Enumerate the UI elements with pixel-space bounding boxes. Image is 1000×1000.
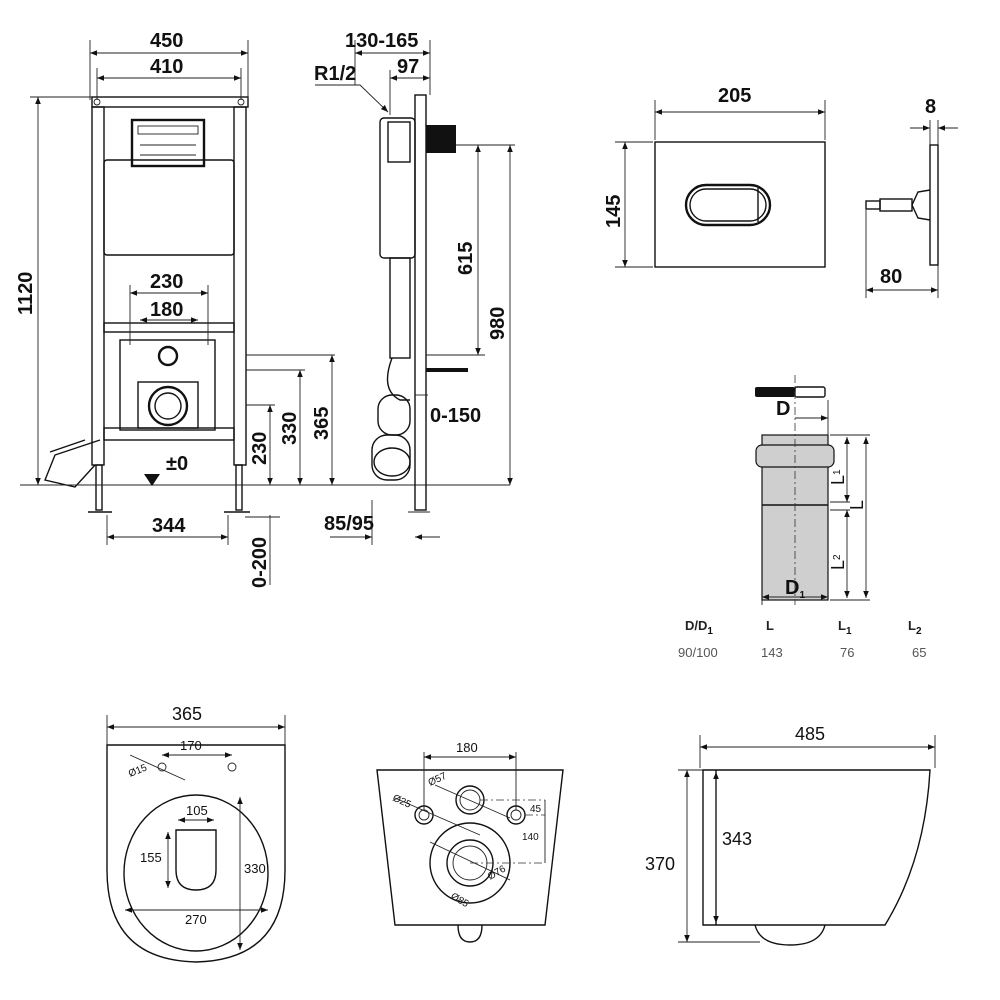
frame-side-view: 130-165 R1/2 97 615 980 0-150 85/95 — [314, 30, 515, 545]
bolt-diameter: Ø25 — [391, 793, 413, 811]
table-header: L — [766, 618, 774, 633]
plate-height: 145 — [603, 195, 625, 228]
dim-width-outer: 450 — [150, 30, 183, 52]
offset-140: 140 — [522, 832, 539, 843]
hole-diameter: Ø15 — [127, 762, 149, 779]
frame-front-view: 450 410 1120 230 180 344 ±0 230 330 365 … — [15, 30, 510, 588]
bowl-back-view: 180 Ø25 Ø57 45 140 Ø76 Ø85 — [376, 740, 564, 943]
bowl-width: 365 — [172, 704, 202, 724]
table-cell: 143 — [761, 645, 783, 660]
inner-length: 155 — [140, 850, 162, 865]
plate-thickness: 8 — [925, 96, 936, 118]
dim-height: 1120 — [15, 272, 37, 315]
bolt-spacing: 180 — [456, 740, 478, 755]
zero-level-label: ±0 — [166, 453, 188, 475]
dim-depth-97: 97 — [397, 56, 419, 78]
bowl-side-view: 485 370 343 — [645, 724, 936, 946]
side-inner-height: 343 — [722, 829, 752, 849]
dim-h-230: 230 — [249, 432, 271, 465]
offset-45: 45 — [530, 804, 542, 815]
table-cell: 90/100 — [678, 645, 718, 660]
label-l2: L2 — [828, 554, 848, 570]
table-header: L1 — [838, 618, 852, 637]
dim-h-330: 330 — [279, 412, 301, 445]
dim-h-615: 615 — [455, 242, 477, 275]
side-height: 370 — [645, 854, 675, 874]
dim-adjust: 0-200 — [249, 537, 271, 588]
dim-h-980: 980 — [487, 307, 509, 340]
label-l1: L1 — [828, 469, 848, 485]
thread-label: R1/2 — [314, 63, 356, 85]
plate-width: 205 — [718, 85, 751, 107]
connector-table: D/D1 L L1 L2 90/100 143 76 65 — [678, 618, 926, 660]
table-cell: 65 — [912, 645, 926, 660]
table-cell: 76 — [840, 645, 854, 660]
dim-depth: 130-165 — [345, 30, 418, 52]
inner-width: 105 — [186, 803, 208, 818]
bowl-length: 330 — [244, 861, 266, 876]
plate-depth: 80 — [880, 266, 902, 288]
hole-spacing: 170 — [180, 738, 202, 753]
label-l: L — [847, 500, 867, 510]
table-header: L2 — [908, 618, 922, 637]
flush-plate: 205 145 8 80 — [603, 85, 958, 298]
bowl-top-view: 365 170 Ø15 105 155 330 270 — [106, 704, 286, 963]
level-marker-icon — [144, 474, 160, 486]
dim-offset: 0-150 — [430, 405, 481, 427]
pipe-connector: D D1 L1 L L2 D/D1 L L1 L2 90/100 143 76 … — [678, 375, 926, 660]
dim-feet-spacing: 344 — [152, 515, 186, 537]
dim-h-365: 365 — [311, 407, 333, 440]
dim-pipe: 85/95 — [324, 513, 374, 535]
label-d1: D1 — [785, 577, 805, 601]
dim-width-inner: 410 — [150, 56, 183, 78]
outlet-76: Ø76 — [486, 863, 508, 882]
outlet-85: Ø85 — [449, 891, 471, 910]
bowl-inner-width: 270 — [185, 912, 207, 927]
label-d: D — [776, 398, 790, 420]
dim-bracket-inner: 180 — [150, 299, 183, 321]
dim-bracket-outer: 230 — [150, 271, 183, 293]
side-length: 485 — [795, 724, 825, 744]
table-header: D/D1 — [685, 618, 713, 637]
